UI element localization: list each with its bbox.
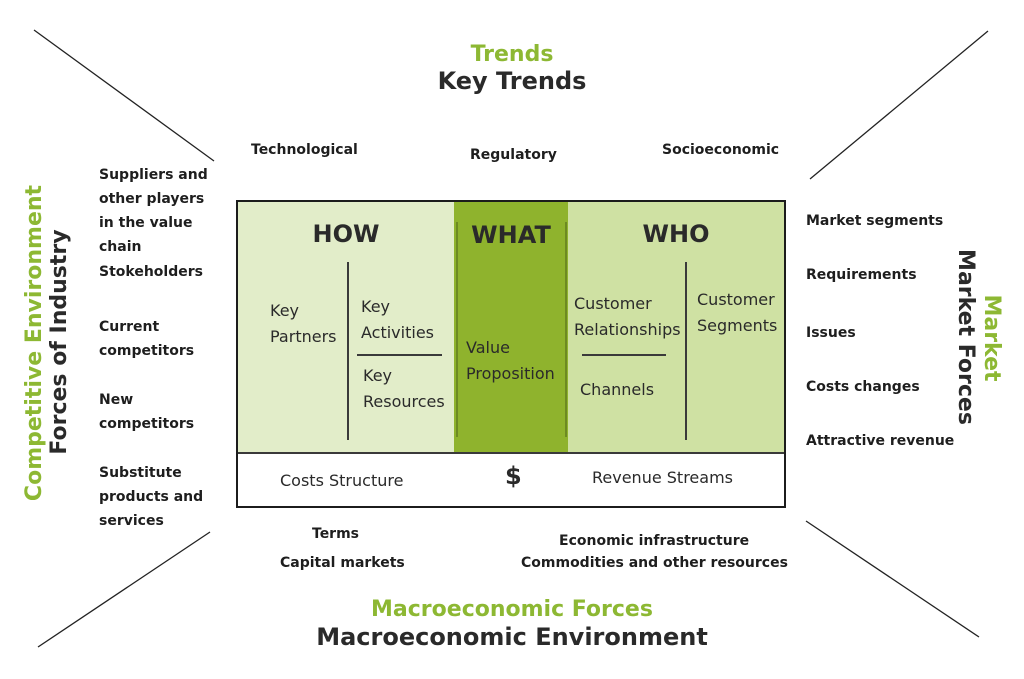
who-heading: WHO (642, 220, 710, 248)
what-heading: WHAT (471, 221, 551, 249)
industry-item-new-competitors: New competitors (99, 392, 195, 432)
how-divider-horizontal (357, 354, 442, 356)
trend-item-technological: Technological (251, 142, 358, 158)
industry-item-substitutes: Substitute products and services (99, 465, 204, 529)
right-title-dark: Market Forces (953, 249, 978, 425)
customer-relationships: Customer Relationships (574, 294, 681, 339)
who-column: WHO Customer Relationships Channels Cust… (568, 202, 784, 453)
dollar-sign-icon: $ (505, 462, 522, 490)
industry-item-stakeholders: Stokeholders (99, 264, 203, 280)
key-partners: Key Partners (270, 301, 337, 346)
trend-item-socioeconomic: Socioeconomic (662, 142, 780, 158)
bottom-right-diagonal (805, 520, 980, 638)
bottom-title-dark: Macroeconomic Environment (316, 623, 708, 651)
what-column: WHAT Value Proposition (454, 202, 568, 453)
key-activities: Key Activities (361, 297, 434, 342)
costs-structure: Costs Structure (280, 471, 404, 490)
right-title-green: Market (979, 294, 1004, 382)
market-item-segments: Market segments (806, 213, 944, 229)
how-divider-vertical (347, 262, 349, 440)
customer-segments: Customer Segments (697, 290, 778, 335)
industry-item-suppliers: Suppliers and other players in the value… (99, 167, 208, 255)
macro-item-commodities: Commodities and other resources (521, 555, 788, 571)
market-item-issues: Issues (806, 325, 856, 341)
top-left-diagonal (33, 29, 215, 162)
top-title-green: Trends (470, 42, 554, 67)
what-right-divider (565, 222, 567, 437)
trend-item-regulatory: Regulatory (470, 147, 557, 163)
market-item-attractive-revenue: Attractive revenue (806, 433, 955, 449)
market-item-costs-changes: Costs changes (806, 379, 920, 395)
how-heading: HOW (312, 220, 380, 248)
who-divider-horizontal (582, 354, 666, 356)
value-proposition: Value Proposition (466, 338, 555, 383)
bottom-left-diagonal (37, 531, 211, 648)
market-item-requirements: Requirements (806, 267, 917, 283)
macro-item-terms: Terms (312, 526, 360, 542)
industry-item-current-competitors: Current competitors (99, 319, 195, 359)
left-title-dark: Forces of Industry (47, 229, 72, 455)
macro-item-capital-markets: Capital markets (280, 555, 405, 571)
top-title-dark: Key Trends (437, 67, 587, 95)
business-model-canvas: HOW Key Partners Key Activities Key Reso… (236, 200, 786, 508)
what-left-divider (456, 222, 458, 437)
how-column: HOW Key Partners Key Activities Key Reso… (238, 202, 454, 453)
macro-item-economic-infrastructure: Economic infrastructure (559, 533, 750, 549)
canvas-bottom-divider (238, 452, 784, 454)
top-right-diagonal (809, 30, 989, 180)
who-divider-vertical (685, 262, 687, 440)
revenue-streams: Revenue Streams (592, 468, 733, 487)
bottom-title-green: Macroeconomic Forces (371, 597, 653, 622)
channels: Channels (580, 380, 655, 399)
key-resources: Key Resources (363, 366, 445, 411)
